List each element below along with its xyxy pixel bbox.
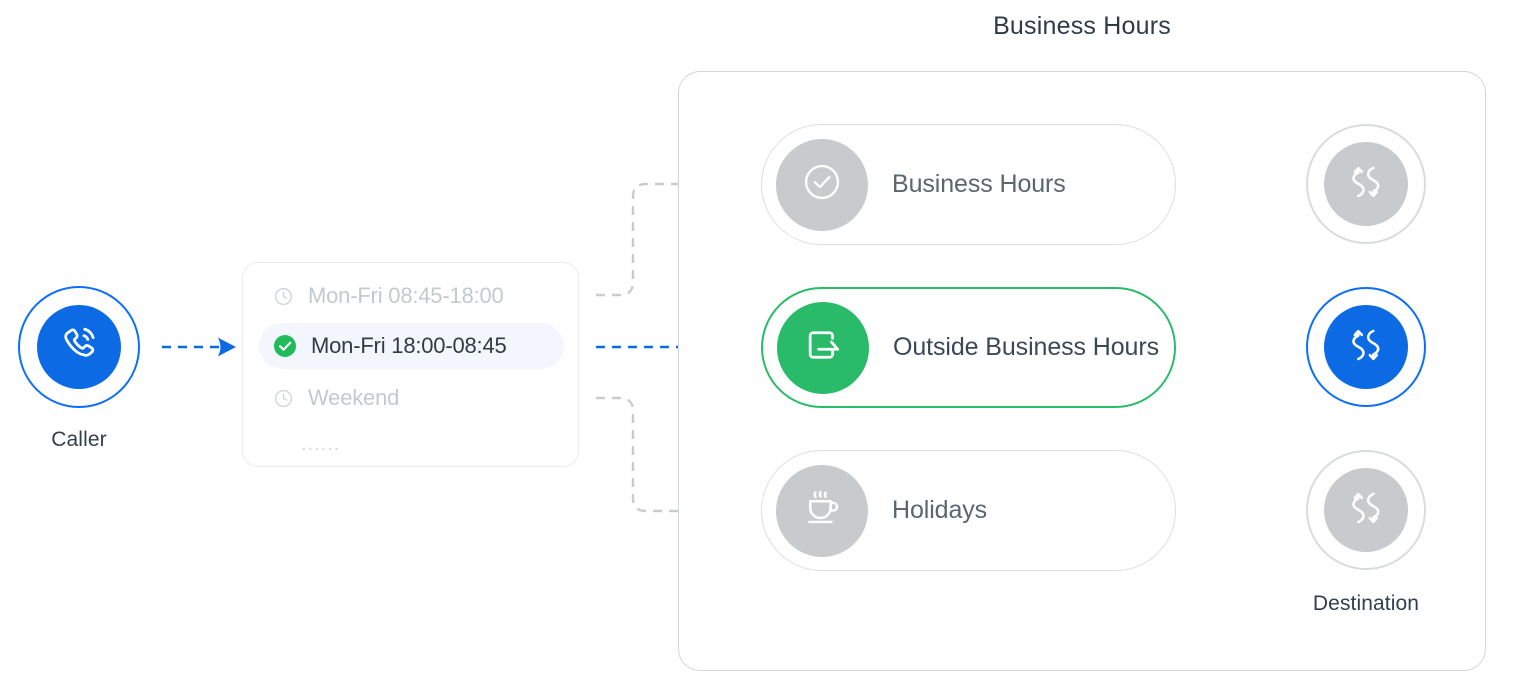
destination-node-2[interactable]	[1306, 450, 1426, 570]
call-transfer-icon	[1345, 161, 1387, 208]
condition-pill-business-hours[interactable]: Business Hours	[761, 124, 1176, 245]
schedule-row-3: ......	[259, 421, 564, 467]
call-transfer-icon	[1345, 324, 1387, 371]
caller-disc	[37, 305, 121, 389]
condition-pill-label: Holidays	[892, 496, 988, 524]
schedule-row-0[interactable]: Mon-Fri 08:45-18:00	[259, 273, 564, 319]
destination-node-1[interactable]	[1306, 287, 1426, 407]
phone-ringing-icon	[57, 323, 101, 372]
schedule-row-label: Mon-Fri 08:45-18:00	[308, 283, 504, 308]
check-circle-icon	[273, 334, 297, 358]
call-transfer-icon	[1345, 487, 1387, 534]
schedule-card: Mon-Fri 08:45-18:00 Mon-Fri 18:00-08:45 …	[242, 262, 579, 467]
clock-icon	[273, 286, 294, 307]
condition-pill-label: Business Hours	[892, 170, 1066, 198]
destination-disc	[1324, 468, 1408, 552]
clock-icon	[273, 388, 294, 409]
caller-label: Caller	[51, 428, 107, 451]
schedule-row-1[interactable]: Mon-Fri 18:00-08:45	[259, 323, 564, 369]
pill-icon-disc	[776, 138, 868, 231]
destination-label: Destination	[1312, 592, 1420, 615]
schedule-row-2[interactable]: Weekend	[259, 375, 564, 421]
destination-disc	[1324, 142, 1408, 226]
check-circle-outline-icon	[801, 161, 843, 208]
exit-arrow-icon	[801, 323, 845, 372]
pill-icon-disc	[776, 464, 868, 557]
destination-disc	[1324, 305, 1408, 389]
pill-icon-disc	[777, 301, 869, 394]
schedule-row-label: Weekend	[308, 385, 400, 410]
coffee-cup-icon	[800, 486, 844, 535]
schedule-row-label: Mon-Fri 18:00-08:45	[311, 333, 507, 358]
destination-node-0[interactable]	[1306, 124, 1426, 244]
condition-pill-holidays[interactable]: Holidays	[761, 450, 1176, 571]
schedule-more-indicator: ......	[301, 432, 341, 455]
condition-pill-label: Outside Business Hours	[893, 333, 1159, 361]
caller-node[interactable]	[18, 286, 140, 408]
group-title: Business Hours	[993, 12, 1171, 40]
condition-pill-outside-business-hours[interactable]: Outside Business Hours	[761, 287, 1176, 408]
